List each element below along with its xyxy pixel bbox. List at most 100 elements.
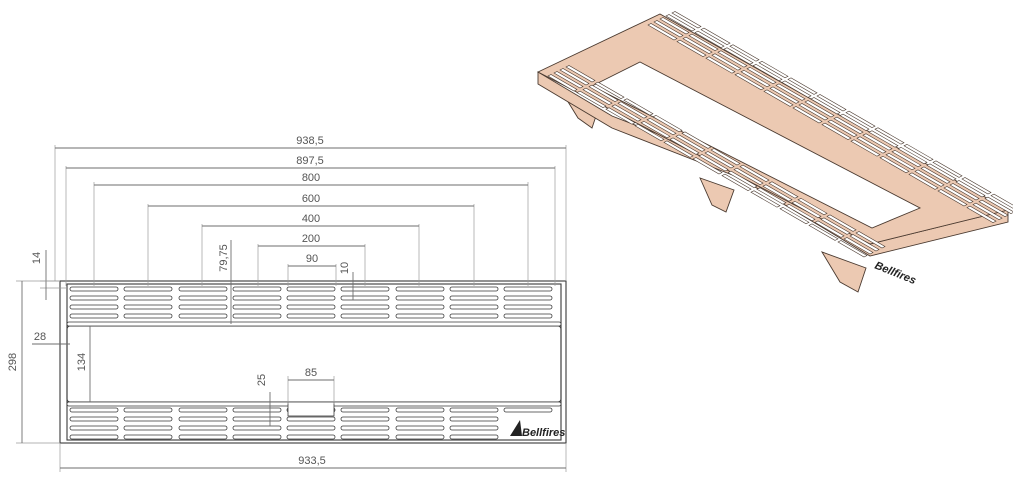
slot (286, 425, 336, 431)
iso-slot (949, 183, 980, 201)
iso-slot (727, 170, 758, 188)
iso-slot (676, 39, 707, 57)
iso-slot (845, 110, 876, 128)
long-slot (66, 321, 562, 327)
iso-slot (740, 69, 771, 88)
iso-slot (723, 47, 754, 65)
iso-slot (990, 193, 1013, 209)
iso-slot (839, 113, 870, 131)
slot (178, 416, 228, 422)
slot (69, 286, 119, 292)
iso-slot (752, 63, 783, 82)
iso-slot (763, 89, 794, 107)
iso-slot (594, 81, 625, 99)
iso-slot (937, 189, 968, 207)
iso-slot (797, 197, 828, 216)
iso-slot (798, 103, 829, 121)
slot (232, 416, 282, 422)
iso-slot (704, 151, 735, 169)
slot (449, 313, 499, 319)
slot (340, 416, 390, 422)
slot (123, 434, 173, 440)
iso-slot (576, 90, 607, 108)
iso-slot (653, 20, 684, 38)
iso-slot (663, 140, 694, 158)
dim-10: 10 (339, 262, 351, 274)
slot (503, 286, 553, 292)
slot (232, 295, 282, 301)
iso-leg-3 (820, 251, 867, 293)
slot (395, 286, 445, 292)
iso-slot (891, 149, 922, 168)
iso-slot (659, 17, 690, 35)
slot (340, 286, 390, 292)
iso-slot (961, 177, 992, 195)
dim-85: 85 (305, 367, 317, 379)
iso-slot (779, 206, 810, 225)
slot-grid (66, 286, 562, 440)
slot (69, 313, 119, 319)
iso-slot (978, 199, 1009, 217)
slot (286, 313, 336, 319)
slot (232, 434, 282, 440)
slot (503, 304, 553, 310)
iso-slot (885, 152, 916, 171)
slot (232, 286, 282, 292)
iso-slot (768, 181, 799, 199)
iso-slot (874, 127, 905, 145)
iso-slot (792, 106, 823, 124)
slot (123, 416, 173, 422)
bellfires-logo: Bellfires (510, 420, 565, 439)
dim-800: 800 (302, 172, 320, 184)
slot (69, 295, 119, 301)
slot (178, 313, 228, 319)
dim-298: 298 (7, 353, 19, 371)
slot (178, 295, 228, 301)
iso-slot (700, 27, 731, 45)
iso-slot (955, 180, 986, 198)
iso-slot (756, 187, 787, 205)
iso-slot (791, 200, 822, 219)
iso-slot (611, 104, 642, 122)
iso-top-frame (536, 13, 1010, 245)
slot (232, 304, 282, 310)
logo-text: Bellfires (522, 427, 565, 439)
iso-slot (850, 139, 881, 157)
iso-slot (820, 217, 851, 235)
iso-slot (565, 65, 596, 83)
dim-897-5: 897,5 (296, 155, 324, 167)
iso-slot (634, 123, 665, 142)
iso-slot (671, 11, 702, 29)
slot (449, 425, 499, 431)
iso-slot (781, 80, 812, 98)
iso-slot (826, 214, 857, 232)
iso-slot (816, 94, 847, 112)
iso-slot (711, 53, 742, 71)
iso-slot (914, 169, 945, 187)
dim-933-5: 933,5 (298, 455, 326, 467)
dim-14: 14 (31, 252, 43, 264)
slot (123, 313, 173, 319)
iso-slot (721, 173, 752, 191)
isometric-view: Bellfires (536, 11, 1013, 293)
iso-slot (588, 84, 619, 102)
slot (178, 286, 228, 292)
iso-slot (856, 136, 887, 154)
iso-slot (810, 97, 841, 115)
slot (69, 434, 119, 440)
dim-600: 600 (302, 193, 320, 205)
iso-slot (843, 237, 874, 255)
iso-slot (855, 231, 886, 249)
slot (449, 407, 499, 413)
slot (123, 407, 173, 413)
iso-opening (590, 61, 922, 229)
iso-slot-grid (547, 11, 1013, 258)
iso-slot (762, 184, 793, 202)
slot (449, 295, 499, 301)
slot (69, 304, 119, 310)
dim-200: 200 (302, 233, 320, 245)
slot (340, 313, 390, 319)
slot (449, 434, 499, 440)
iso-slot (646, 117, 677, 136)
